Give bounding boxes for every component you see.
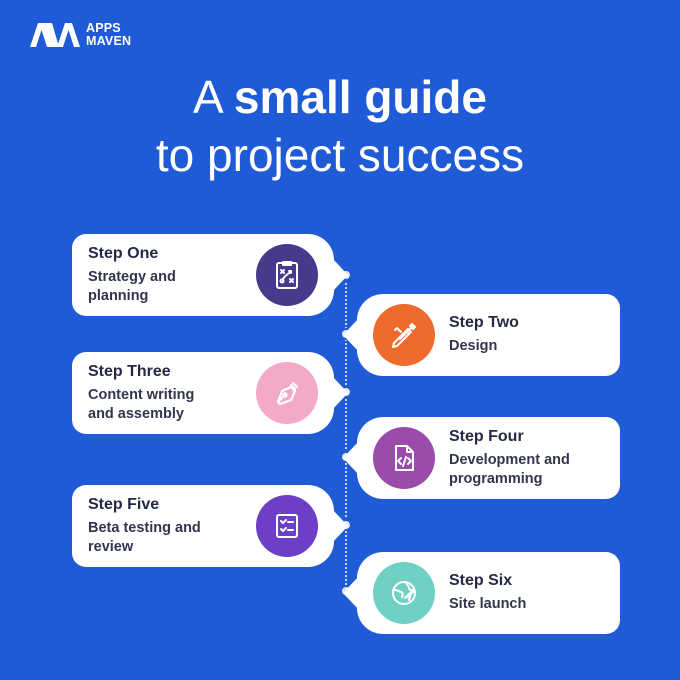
step-title: Step Five — [88, 495, 160, 513]
step-description-line: Development and — [449, 451, 570, 468]
step-title: Step One — [88, 244, 159, 262]
step-description-line: planning — [88, 287, 149, 304]
step-description-line: Site launch — [449, 596, 527, 612]
globe-rocket-icon — [373, 562, 435, 624]
step-description: Development and programming — [449, 451, 620, 489]
step-description: Content writing and assembly — [88, 386, 256, 424]
step-description-line: programming — [449, 470, 543, 487]
step-description-line: review — [88, 538, 134, 555]
strategy-board-icon — [256, 244, 318, 306]
brand-name: APPS MAVEN — [86, 22, 131, 48]
step-card-one: Step One Strategy and planning — [72, 234, 348, 316]
step-description-line: Beta testing and — [88, 519, 201, 536]
step-description-line: and assembly — [88, 405, 184, 422]
card-pointer — [343, 576, 359, 610]
card-pointer — [332, 376, 348, 410]
step-card-five: Step Five Beta testing and review — [72, 485, 348, 567]
step-title: Step Three — [88, 362, 171, 380]
step-title: Step Four — [449, 427, 524, 445]
step-card-six: Step Six Site launch — [343, 552, 620, 634]
fountain-pen-icon — [256, 362, 318, 424]
step-card-two: Step Two Design — [343, 294, 620, 376]
title-prefix: A — [192, 71, 234, 123]
step-description-line: Content writing — [88, 386, 195, 403]
card-pointer — [343, 318, 359, 352]
step-description-line: Strategy and — [88, 268, 176, 285]
card-pointer — [332, 258, 348, 292]
card-pointer — [332, 509, 348, 543]
card-pointer — [343, 441, 359, 475]
step-description: Design — [449, 337, 620, 356]
step-description: Beta testing and review — [88, 519, 256, 557]
code-file-icon — [373, 427, 435, 489]
step-description: Site launch — [449, 595, 620, 614]
brand-mark-icon — [30, 23, 80, 47]
checklist-icon — [256, 495, 318, 557]
brand-line2: MAVEN — [86, 34, 132, 48]
step-title: Step Six — [449, 572, 513, 589]
title-bold: small guide — [233, 71, 487, 123]
timeline-line — [345, 275, 347, 593]
step-card-four: Step Four Development and programming — [343, 417, 620, 499]
step-title: Step Two — [449, 314, 519, 331]
brand-line1: APPS — [86, 21, 121, 35]
step-description: Strategy and planning — [88, 268, 256, 306]
brand-logo: APPS MAVEN — [30, 22, 131, 48]
step-description-line: Design — [449, 338, 498, 354]
title-line2: to project success — [155, 129, 525, 181]
step-card-three: Step Three Content writing and assembly — [72, 352, 348, 434]
page-title: A small guide to project success — [0, 68, 680, 184]
pencil-brush-icon — [373, 304, 435, 366]
